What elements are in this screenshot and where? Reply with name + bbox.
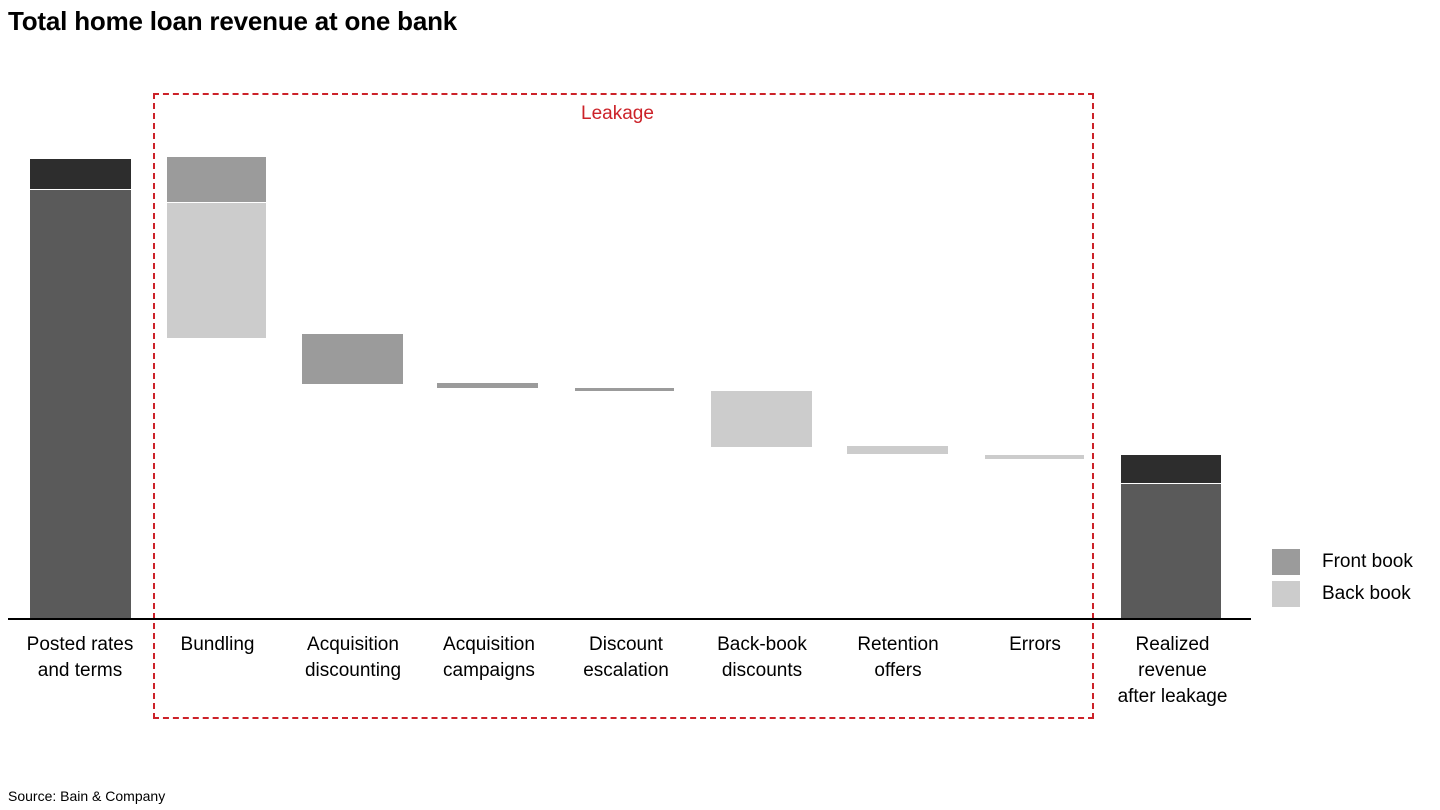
legend-label: Front book xyxy=(1322,551,1413,572)
category-label-bundling: Bundling xyxy=(160,632,275,658)
bar-segment-errors xyxy=(985,455,1084,459)
category-label-line: after leakage xyxy=(1117,686,1228,707)
bar-segment-posted-rates-and-terms xyxy=(30,159,131,189)
bar-segment-bundling xyxy=(167,203,266,338)
category-label-line: and terms xyxy=(37,660,123,681)
category-label-back-book-discounts: Back-book discounts xyxy=(692,632,832,684)
category-label-discount-escalation: Discount escalation xyxy=(556,632,696,684)
legend-item-front-book[interactable]: Front book xyxy=(1272,546,1413,578)
bar-segment-acquisition-campaigns xyxy=(437,383,538,388)
category-label-line: Bundling xyxy=(180,634,255,655)
bar-segment-back-book-discounts xyxy=(711,391,812,447)
x-axis-line xyxy=(8,618,1251,620)
category-label-acquisition-campaigns: Acquisition campaigns xyxy=(419,632,559,684)
category-label-acquisition-discounting: Acquisition discounting xyxy=(283,632,423,684)
bar-segment-retention-offers xyxy=(847,446,948,454)
legend-swatch-icon xyxy=(1272,581,1300,607)
category-label-retention-offers: Retention offers xyxy=(828,632,968,684)
bar-segment-realized-revenue-after-leakage xyxy=(1121,484,1221,618)
category-label-line: escalation xyxy=(583,660,669,681)
bar-segment-realized-revenue-after-leakage xyxy=(1121,455,1221,483)
category-label-errors: Errors xyxy=(965,632,1105,658)
leakage-bracket xyxy=(153,93,1094,719)
leakage-label: Leakage xyxy=(581,103,654,124)
legend-item-back-book[interactable]: Back book xyxy=(1272,578,1413,610)
category-label-line: Acquisition xyxy=(443,634,535,655)
category-label-line: Realized xyxy=(1135,634,1210,655)
category-label-line: Acquisition xyxy=(307,634,399,655)
bar-segment-posted-rates-and-terms xyxy=(30,190,131,618)
category-label-line: Discount xyxy=(589,634,663,655)
category-label-line: discounts xyxy=(721,660,803,681)
legend-label: Back book xyxy=(1322,583,1411,604)
category-label-line: Errors xyxy=(1009,634,1061,655)
category-label-line: discounting xyxy=(304,660,402,681)
category-label-line: campaigns xyxy=(443,660,535,681)
category-label-line: offers xyxy=(874,660,922,681)
legend-swatch-icon xyxy=(1272,549,1300,575)
category-label-line: Posted rates xyxy=(26,634,134,655)
category-label-line: Back-book xyxy=(717,634,807,655)
bar-segment-bundling xyxy=(167,157,266,202)
category-label-posted-rates-and-terms: Posted rates and terms xyxy=(10,632,150,684)
category-label-line: Retention xyxy=(857,634,939,655)
page-title: Total home loan revenue at one bank xyxy=(8,6,458,36)
bar-segment-acquisition-discounting xyxy=(302,334,403,384)
bar-segment-discount-escalation xyxy=(575,388,674,391)
category-label-line: revenue xyxy=(1138,660,1207,681)
category-label-realized-revenue-after-leakage: Realized revenue after leakage xyxy=(1100,632,1245,710)
source-note: Source: Bain & Company xyxy=(8,788,166,804)
